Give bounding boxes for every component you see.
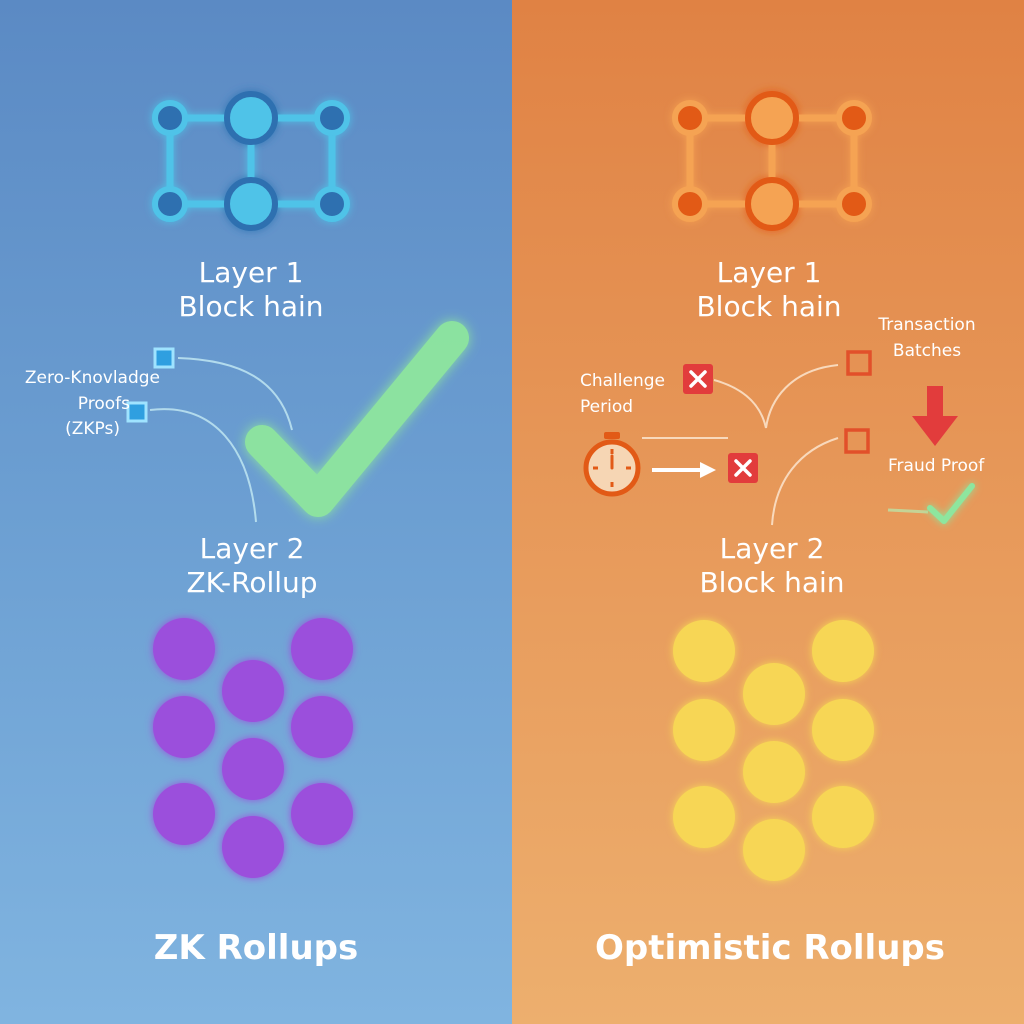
transaction-dot xyxy=(673,786,735,848)
challenge-x-icon xyxy=(683,364,713,394)
optimistic-layer2-dots xyxy=(673,620,874,881)
transaction-dot xyxy=(222,738,284,800)
fraud-proof-check-icon xyxy=(887,483,975,524)
transaction-dot xyxy=(153,696,215,758)
network-node xyxy=(224,177,278,231)
zk-layer2-dots xyxy=(153,618,353,878)
transaction-dot xyxy=(743,663,805,725)
transaction-dot xyxy=(222,816,284,878)
zkp-line1: Zero-Knovladge xyxy=(24,368,160,388)
rejected-x-icon xyxy=(728,453,758,483)
batch-square-icon xyxy=(844,428,870,454)
transaction-dot xyxy=(743,819,805,881)
transaction-dot xyxy=(812,786,874,848)
transaction-dot xyxy=(153,783,215,845)
verified-check-icon xyxy=(245,321,469,517)
optimistic-layer1-line2: Block hain xyxy=(696,290,842,324)
network-node xyxy=(836,100,872,136)
zk-layer1-line1: Layer 1 xyxy=(198,256,304,289)
challenge-period-label: Challenge Period xyxy=(580,369,665,420)
batches-line2: Batches xyxy=(892,340,962,361)
transaction-dot xyxy=(153,618,215,680)
network-node xyxy=(152,100,188,136)
zk-layer1-line2: Block hain xyxy=(178,290,324,324)
challenge-line1: Challenge xyxy=(580,371,665,391)
network-node xyxy=(672,186,708,222)
arrow-right-icon xyxy=(652,462,716,478)
network-node xyxy=(745,177,799,231)
network-node xyxy=(224,91,278,145)
zk-layer2-label: Layer 2 ZK-Rollup xyxy=(186,532,317,600)
zk-layer2-line2: ZK-Rollup xyxy=(186,566,318,600)
challenge-line2: Period xyxy=(580,396,634,417)
optimistic-layer1-network-icon xyxy=(672,91,872,231)
optimistic-layer1-label: Layer 1 Block hain xyxy=(696,256,841,324)
transaction-batches-label: Transaction Batches xyxy=(872,313,982,364)
transaction-dot xyxy=(743,741,805,803)
network-node xyxy=(672,100,708,136)
transaction-dot xyxy=(291,618,353,680)
optimistic-rollups-title: Optimistic Rollups xyxy=(595,928,945,968)
timer-icon xyxy=(583,432,641,497)
transaction-dot xyxy=(291,783,353,845)
optimistic-layer2-line2: Block hain xyxy=(699,566,845,600)
zkp-square-icon xyxy=(153,347,175,369)
zkp-line3: (ZKPs) xyxy=(65,419,120,439)
transaction-dot xyxy=(673,699,735,761)
optimistic-layer2-line1: Layer 2 xyxy=(719,532,825,565)
network-node xyxy=(314,100,350,136)
zk-proof-connectors xyxy=(149,357,293,523)
transaction-dot xyxy=(291,696,353,758)
transaction-dot xyxy=(673,620,735,682)
batch-square-icon xyxy=(846,350,872,376)
optimistic-layer1-line1: Layer 1 xyxy=(716,256,822,289)
transaction-dot xyxy=(812,620,874,682)
network-node xyxy=(152,186,188,222)
fraud-proof-label: Fraud Proof xyxy=(888,456,985,476)
network-node xyxy=(745,91,799,145)
zk-rollups-title: ZK Rollups xyxy=(153,928,359,968)
zk-layer2-line1: Layer 2 xyxy=(199,532,305,565)
zk-layer1-network-icon xyxy=(152,91,350,231)
network-node xyxy=(836,186,872,222)
optimistic-connectors xyxy=(642,364,839,526)
optimistic-layer2-label: Layer 2 Block hain xyxy=(699,532,844,600)
arrow-down-icon xyxy=(912,386,958,446)
batches-line1: Transaction xyxy=(878,315,976,335)
zkp-line2: Proofs xyxy=(77,393,130,414)
zkp-square-icon xyxy=(126,401,148,423)
transaction-dot xyxy=(812,699,874,761)
network-node xyxy=(314,186,350,222)
zkp-label: Zero-Knovladge Proofs (ZKPs) xyxy=(10,366,160,443)
zk-layer1-label: Layer 1 Block hain xyxy=(178,256,323,324)
transaction-dot xyxy=(222,660,284,722)
